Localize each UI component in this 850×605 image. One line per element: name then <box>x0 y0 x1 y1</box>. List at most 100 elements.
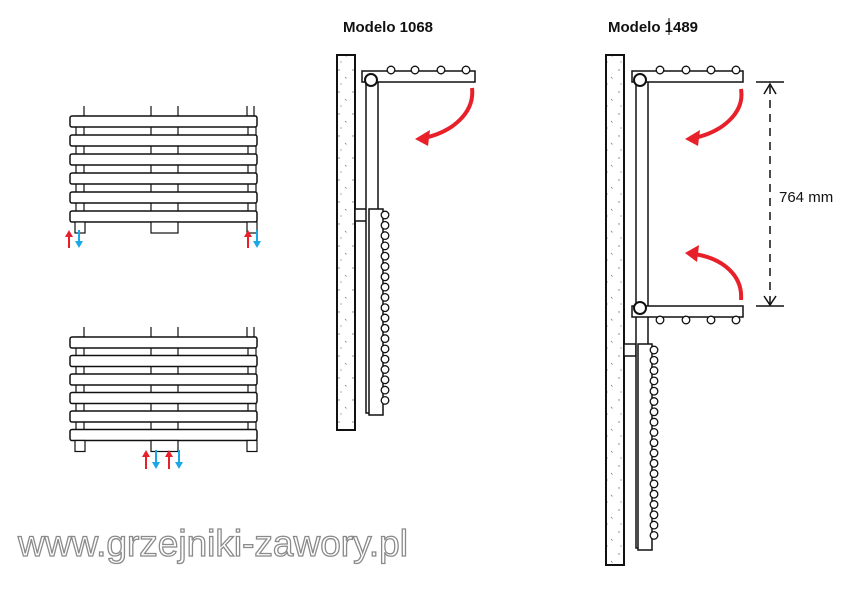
collector-tube <box>247 336 257 444</box>
swing-arrow-bottom-head <box>685 245 699 262</box>
swing-arrow-head <box>415 130 430 146</box>
fin-bump <box>649 345 659 355</box>
fin-bump <box>380 220 390 230</box>
fin-bump <box>649 520 659 530</box>
fin-bump <box>380 272 390 282</box>
radiator-foot <box>246 439 258 453</box>
rail-peg <box>461 65 471 75</box>
radiator-bar <box>69 428 258 442</box>
pivot-joint-top <box>633 73 647 87</box>
fin-bump <box>380 313 390 323</box>
fin-bump <box>380 354 390 364</box>
wall <box>336 54 356 431</box>
supply-arrow-head <box>244 230 252 237</box>
radiator-body <box>368 208 384 416</box>
radiator-bar <box>69 354 258 368</box>
arm-rail-pegs-top <box>655 65 741 75</box>
radiator-bar <box>69 410 258 423</box>
rail-peg <box>436 65 446 75</box>
fin-bump <box>380 323 390 333</box>
rail-peg <box>681 65 691 75</box>
radiator-bar <box>69 153 258 166</box>
model-1068-diagram: Modelo 1068 <box>336 19 476 431</box>
fin-bump <box>649 479 659 489</box>
arm-rail-pegs-bottom <box>655 315 741 325</box>
fin-bump <box>380 210 390 220</box>
fin-bump <box>380 282 390 292</box>
fin-bump <box>380 251 390 261</box>
pivot-joint <box>364 73 378 87</box>
fin-bump <box>649 469 659 479</box>
swing-arm-bottom <box>631 305 744 318</box>
rail-peg <box>731 315 741 325</box>
swing-arrow-bottom <box>693 252 744 301</box>
supply-arrow-head <box>165 450 173 457</box>
dimension-arrowhead-top <box>763 82 777 95</box>
radiator-foot <box>246 221 258 234</box>
fin-bump <box>649 489 659 499</box>
radiator-bar <box>69 191 258 204</box>
supply-arrow-head <box>65 230 73 237</box>
fin-bump <box>380 385 390 395</box>
supply-arrow-head <box>142 450 150 457</box>
rail-peg <box>681 315 691 325</box>
rail-peg <box>706 315 716 325</box>
radiator-bar <box>69 115 258 128</box>
fin-bump <box>649 500 659 509</box>
rail-peg <box>706 65 716 75</box>
fin-bump <box>649 397 659 406</box>
fin-bump <box>649 386 659 396</box>
fin-bump <box>649 530 659 540</box>
rail-peg <box>410 65 420 75</box>
rail-peg <box>731 65 741 75</box>
fin-bump <box>649 458 659 468</box>
radiator-bar <box>69 210 258 223</box>
fin-bump <box>380 344 390 354</box>
fin-bump <box>649 417 659 427</box>
connection-arrows-bottom <box>142 450 183 469</box>
pivot-joint-bottom <box>633 301 647 315</box>
return-arrow-head <box>175 462 183 469</box>
fin-bump <box>649 510 659 520</box>
fin-bump <box>380 241 390 251</box>
model-1489-diagram: Modelo 1489 764 mm <box>605 18 833 566</box>
return-arrow-head <box>75 241 83 248</box>
fin-bump <box>649 407 659 417</box>
fin-bump <box>649 438 659 448</box>
radiator-bar <box>69 336 258 349</box>
dimension-arrowhead-bottom <box>763 295 777 307</box>
radiator-fins <box>649 345 659 540</box>
wall <box>605 54 625 566</box>
radiator-bar <box>69 391 258 405</box>
fin-bump <box>380 303 390 313</box>
bottom-hub <box>150 439 179 453</box>
radiator-foot <box>74 439 86 453</box>
bottom-hub <box>150 221 179 234</box>
fin-bump <box>380 231 390 241</box>
fin-bump <box>380 292 390 302</box>
wall-bracket <box>623 343 637 357</box>
connection-arrows-side <box>65 230 261 248</box>
fin-bump <box>380 334 390 344</box>
collector-tube <box>247 115 257 225</box>
wall-bracket <box>354 208 368 222</box>
swing-arrow-top-head <box>685 130 700 146</box>
swing-arrow <box>423 87 475 140</box>
fin-bump <box>649 366 659 376</box>
radiator-bar <box>69 172 258 185</box>
rail-peg <box>655 315 665 325</box>
return-arrow-head <box>253 241 261 248</box>
arm-rail-pegs <box>386 65 471 75</box>
model-1068-title: Modelo 1068 <box>343 19 433 36</box>
radiator-bottom-connection <box>69 327 258 453</box>
rail-peg <box>655 65 665 75</box>
radiator-side-connection <box>69 106 258 234</box>
return-arrow-head <box>152 462 160 469</box>
radiator-bar <box>69 373 258 386</box>
fin-bump <box>649 376 659 386</box>
radiator-bar <box>69 134 258 147</box>
fin-bump <box>380 262 390 271</box>
collector-tube <box>75 336 85 444</box>
radiator-fins <box>380 210 390 405</box>
